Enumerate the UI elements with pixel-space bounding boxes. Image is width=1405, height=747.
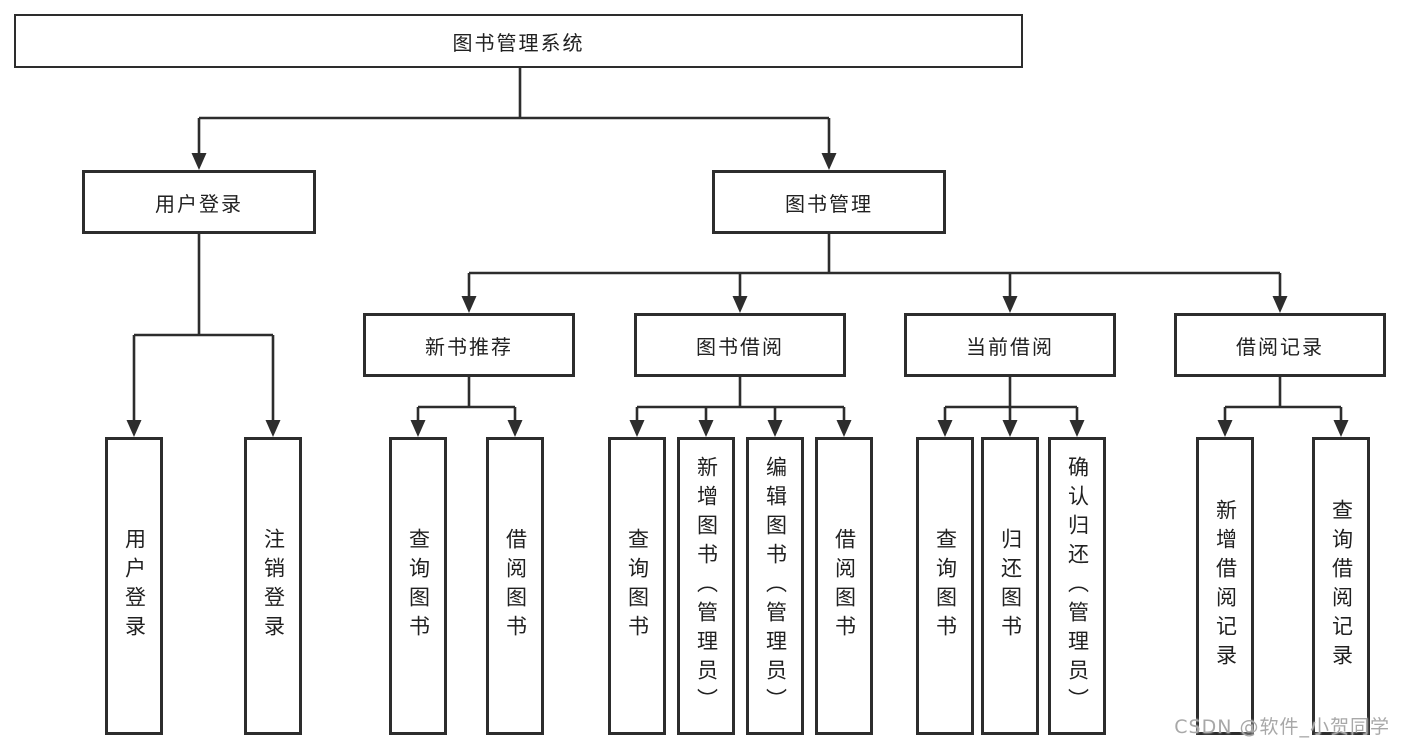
leaf-edit-book-admin: 编辑图书（管理员）: [746, 437, 804, 735]
node-new-book-recommend: 新书推荐: [363, 313, 575, 377]
node-book-borrow: 图书借阅: [634, 313, 846, 377]
leaf-borrow-query-book: 查询图书: [608, 437, 666, 735]
csdn-watermark: CSDN @软件_小贺同学: [1174, 716, 1390, 738]
leaf-query-borrow-record: 查询借阅记录: [1312, 437, 1370, 735]
leaf-borrow-book: 借阅图书: [815, 437, 873, 735]
node-user-login: 用户登录: [82, 170, 316, 234]
node-borrow-record: 借阅记录: [1174, 313, 1386, 377]
node-library-management-system: 图书管理系统: [14, 14, 1023, 68]
leaf-current-query-book: 查询图书: [916, 437, 974, 735]
node-book-management: 图书管理: [712, 170, 946, 234]
leaf-logout: 注销登录: [244, 437, 302, 735]
leaf-recommend-query-book: 查询图书: [389, 437, 447, 735]
leaf-user-login: 用户登录: [105, 437, 163, 735]
leaf-recommend-borrow-book: 借阅图书: [486, 437, 544, 735]
leaf-add-book-admin: 新增图书（管理员）: [677, 437, 735, 735]
leaf-return-book: 归还图书: [981, 437, 1039, 735]
leaf-add-borrow-record: 新增借阅记录: [1196, 437, 1254, 735]
leaf-confirm-return-admin: 确认归还（管理员）: [1048, 437, 1106, 735]
node-current-borrow: 当前借阅: [904, 313, 1116, 377]
